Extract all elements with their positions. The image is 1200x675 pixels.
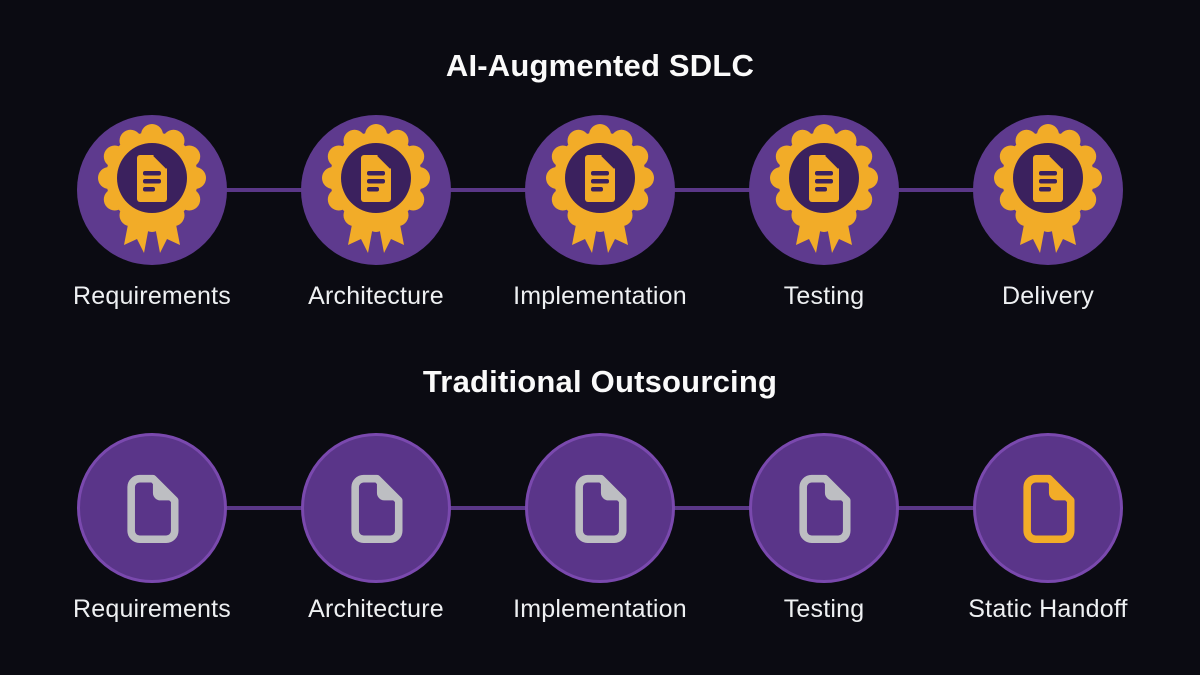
bottom-node-architecture	[301, 433, 451, 583]
document-file-icon	[305, 437, 447, 579]
document-file-icon	[81, 437, 223, 579]
top-node-architecture	[301, 115, 451, 265]
award-badge-document-icon	[301, 115, 451, 265]
bottom-node-requirements	[77, 433, 227, 583]
top-label-architecture: Architecture	[308, 282, 444, 310]
bottom-node-testing	[749, 433, 899, 583]
bottom-label-static-handoff: Static Handoff	[968, 595, 1128, 623]
award-badge-document-icon	[77, 115, 227, 265]
document-file-icon	[753, 437, 895, 579]
top-flow-title: AI-Augmented SDLC	[445, 48, 755, 83]
document-file-icon	[529, 437, 671, 579]
top-label-requirements: Requirements	[72, 282, 232, 310]
award-badge-document-icon	[749, 115, 899, 265]
bottom-label-architecture: Architecture	[308, 595, 444, 623]
bottom-label-requirements: Requirements	[72, 595, 232, 623]
award-badge-document-icon	[973, 115, 1123, 265]
top-label-implementation: Implementation	[513, 282, 687, 310]
bottom-flow-row	[40, 433, 1160, 583]
top-node-requirements	[77, 115, 227, 265]
top-node-delivery	[973, 115, 1123, 265]
document-file-gold-icon	[977, 437, 1119, 579]
top-node-testing	[749, 115, 899, 265]
bottom-label-testing: Testing	[783, 595, 865, 623]
bottom-flow-title: Traditional Outsourcing	[422, 364, 778, 399]
award-badge-document-icon	[525, 115, 675, 265]
bottom-flow-labels: Requirements Architecture Implementation…	[40, 595, 1160, 624]
bottom-node-implementation	[525, 433, 675, 583]
bottom-label-implementation: Implementation	[513, 595, 687, 623]
top-node-implementation	[525, 115, 675, 265]
top-label-delivery: Delivery	[1002, 282, 1094, 310]
top-flow-row	[40, 115, 1160, 265]
bottom-node-static-handoff	[973, 433, 1123, 583]
top-label-testing: Testing	[783, 282, 865, 310]
top-flow-labels: Requirements Architecture Implementation…	[40, 282, 1160, 311]
